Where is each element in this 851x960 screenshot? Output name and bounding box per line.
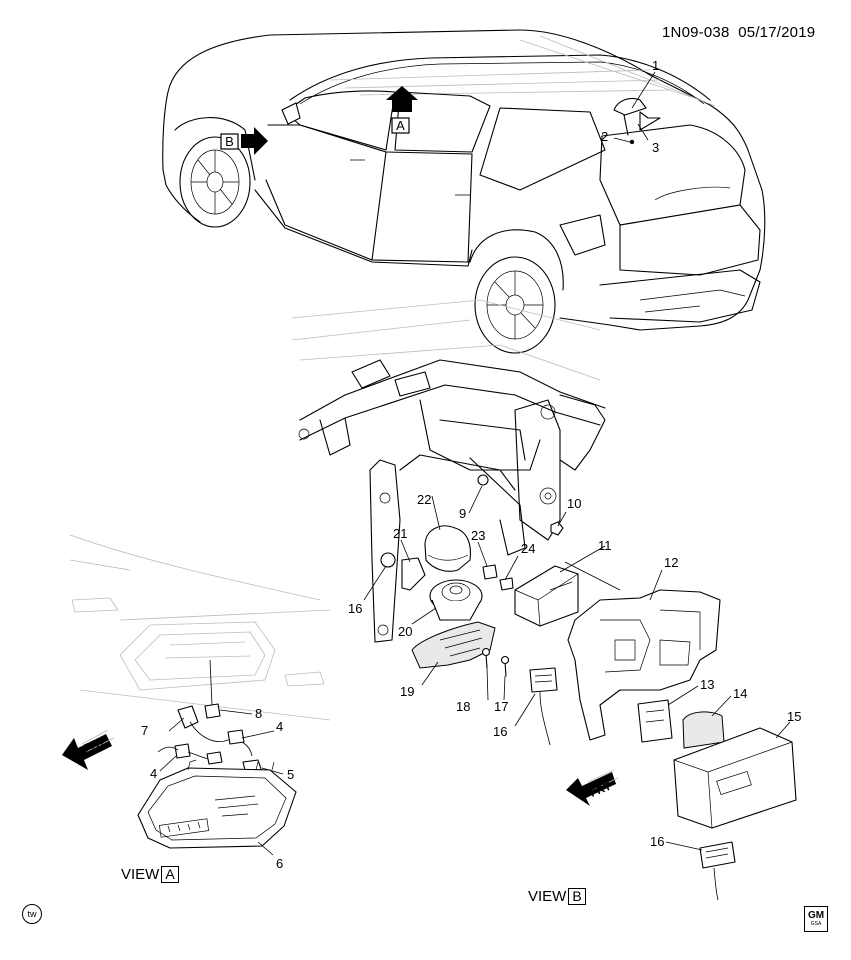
view-a-prefix: VIEW	[121, 866, 160, 883]
callout-10: 10	[567, 496, 581, 511]
callout-20: 20	[398, 624, 412, 639]
callout-13: 13	[700, 677, 714, 692]
callout-numbers: 1 2 3 4 4 5 6 7 8 9 10 11 12 13 14 15 16…	[141, 58, 801, 871]
callout-7: 7	[141, 723, 148, 738]
gm-logo: GM GSA	[804, 906, 828, 932]
callout-6: 6	[276, 856, 283, 871]
callout-21: 21	[393, 526, 407, 541]
callout-4-upper: 4	[276, 719, 283, 734]
view-a-letter: A	[161, 866, 179, 883]
callout-11: 11	[598, 538, 612, 553]
frt-arrow-view-a: FRT	[62, 729, 115, 770]
view-b-parts	[380, 474, 797, 901]
frt-arrow-view-b: FRT	[566, 769, 619, 806]
callout-2: 2	[601, 129, 608, 144]
instrument-panel-beam	[291, 299, 606, 643]
tw-logo-text: tw	[27, 909, 37, 919]
view-a-arrow: A	[386, 86, 418, 134]
view-a-parts	[137, 659, 297, 849]
callout-17: 17	[494, 699, 508, 714]
headliner-view-a	[69, 534, 331, 721]
callout-16-middle: 16	[493, 724, 507, 739]
callout-22: 22	[417, 492, 431, 507]
callout-14: 14	[733, 686, 747, 701]
callout-1: 1	[652, 58, 659, 73]
callout-24: 24	[521, 541, 535, 556]
view-a-arrow-label: A	[396, 118, 405, 133]
gm-logo-subtext: GSA	[810, 921, 822, 927]
callout-16-right: 16	[650, 834, 664, 849]
callout-12: 12	[664, 555, 678, 570]
callout-3: 3	[652, 140, 659, 155]
drawing-number: 1N09-038	[662, 24, 730, 41]
callout-18: 18	[456, 699, 470, 714]
vehicle-illustration	[162, 29, 766, 354]
callout-8: 8	[255, 706, 262, 721]
drawing-code: 1N09-038 05/17/2019	[662, 24, 815, 41]
callout-9: 9	[459, 506, 466, 521]
callout-19: 19	[400, 684, 414, 699]
callout-15: 15	[787, 709, 801, 724]
tw-logo: tw	[22, 904, 42, 924]
view-b-prefix: VIEW	[528, 888, 567, 905]
callout-16-left: 16	[348, 601, 362, 616]
callout-4-lower: 4	[150, 766, 157, 781]
leader-lines	[159, 71, 791, 856]
view-b-arrow-label: B	[225, 134, 234, 149]
view-b-arrow: B	[220, 127, 268, 155]
view-b-letter: B	[568, 888, 586, 905]
callout-23: 23	[471, 528, 485, 543]
callout-5: 5	[287, 767, 294, 782]
gm-logo-text: GM	[807, 910, 825, 921]
drawing-date: 05/17/2019	[738, 24, 816, 41]
